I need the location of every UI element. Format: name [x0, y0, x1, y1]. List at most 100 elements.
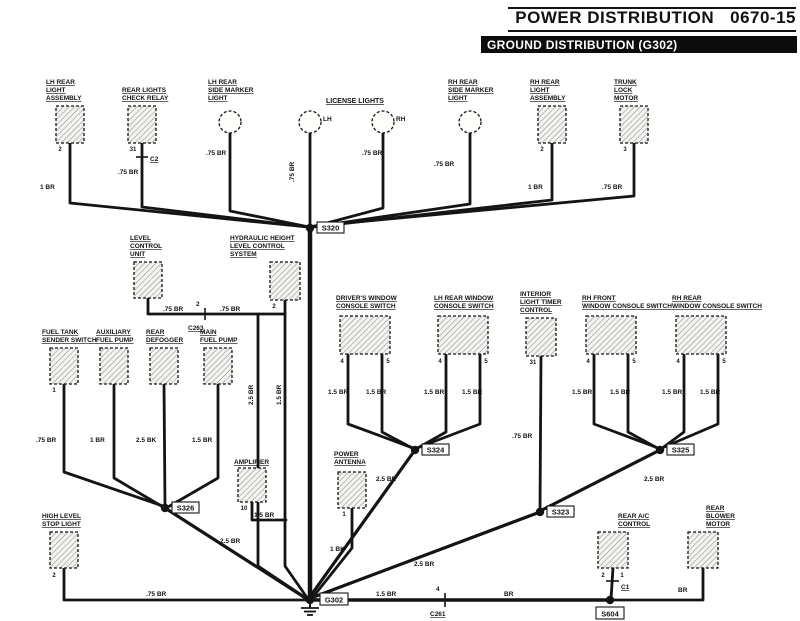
wire	[346, 352, 415, 450]
connector-label: C261	[430, 611, 446, 618]
wire-label: 1 BR	[40, 184, 55, 191]
junction-dot	[305, 595, 315, 605]
wire-label: 1.5 BR	[572, 389, 593, 396]
junction-label: S326	[177, 504, 195, 513]
component-box	[99, 347, 129, 385]
diagram-text: LH	[323, 116, 332, 123]
wire-label: .75 BR	[118, 169, 139, 176]
wire-label: 2.5 BR	[220, 538, 241, 545]
wire	[166, 382, 220, 509]
component-box	[585, 315, 637, 355]
connector-label: C1	[621, 584, 630, 591]
component-label: REAR	[146, 329, 165, 336]
component-label: FUEL TANK	[42, 329, 79, 336]
component-box	[269, 261, 301, 301]
junction-label-box	[666, 443, 695, 456]
junction-label: S604	[601, 610, 619, 619]
pin-label: 4	[586, 359, 590, 365]
wire	[414, 352, 448, 451]
wire	[312, 141, 636, 228]
junction-dot	[655, 445, 665, 455]
wire-label: .75 BR	[289, 161, 296, 182]
section-banner-label: GROUND DISTRIBUTION (G302)	[487, 37, 678, 52]
wire-label: .75 BR	[36, 437, 57, 444]
wire	[112, 382, 165, 509]
wire	[310, 131, 385, 229]
section-banner: GROUND DISTRIBUTION (G302)	[481, 36, 797, 53]
wire-label: 1.5 BR	[192, 437, 213, 444]
junction-dot	[605, 595, 615, 605]
wire	[380, 352, 416, 451]
component-label: SENDER SWITCH	[42, 337, 97, 344]
component-label: LIGHT	[448, 95, 468, 102]
component-label: LOCK	[614, 87, 633, 94]
wire-label: 2.5 BR	[414, 561, 435, 568]
component-box	[55, 105, 85, 144]
connector-label: C2	[150, 156, 159, 163]
wire	[140, 141, 310, 229]
pin-label: 10	[241, 506, 248, 512]
junction-s325: S325	[655, 443, 695, 456]
junction-label: S325	[672, 446, 690, 455]
component-label: RH REAR	[448, 79, 478, 86]
wire-label: .75 BR	[362, 150, 383, 157]
component-label: CONSOLE SWITCH	[336, 303, 396, 310]
junction-dot	[410, 445, 420, 455]
component-box	[149, 347, 179, 385]
component-label: SIDE MARKER	[448, 87, 494, 94]
wire-label: .75 BR	[146, 591, 167, 598]
component-label: BLOWER	[706, 513, 735, 520]
wire	[163, 506, 309, 601]
component-box	[203, 347, 233, 385]
junction-dot	[535, 507, 545, 517]
component-label: DEFOGGER	[146, 337, 184, 344]
junction-s326: S326	[160, 501, 200, 514]
component-label: FUEL PUMP	[200, 337, 238, 344]
wire-label: 1.5 BR	[328, 389, 349, 396]
junction-label-box	[316, 221, 345, 234]
wire	[538, 354, 543, 512]
wire	[62, 566, 312, 602]
pin-label: 1	[620, 573, 624, 579]
junction-s604: S604	[595, 595, 625, 620]
component-label: FUEL PUMP	[96, 337, 134, 344]
component-label: CONTROL	[618, 521, 650, 528]
junction-label: S324	[427, 446, 445, 455]
connector-c1: C1	[606, 580, 630, 591]
page-code: 0670-15	[730, 8, 796, 27]
pin-label: 3	[623, 147, 627, 153]
component-box	[127, 105, 157, 144]
junction-dot	[305, 223, 315, 233]
junction-label: G302	[325, 596, 343, 605]
light-symbol	[218, 110, 242, 134]
wire	[592, 352, 660, 450]
wire	[311, 506, 354, 599]
wire-label: 2.5 BR	[376, 476, 397, 483]
connector-label: 4	[436, 586, 440, 593]
component-label: CHECK RELAY	[122, 95, 169, 102]
wire-label: .75 BR	[602, 184, 623, 191]
wire-label: 1.5 BR	[700, 389, 721, 396]
wire	[626, 352, 661, 451]
wire-label: .75 BR	[206, 150, 227, 157]
wire-label: .75 BR	[163, 306, 184, 313]
wire	[609, 566, 615, 601]
wire-labels-layer: 1 BR .75 BR .75 BR .75 BR .75 BR .75 BR 1 BR .7…	[36, 150, 721, 598]
component-label: LH REAR	[46, 79, 75, 86]
component-label: REAR	[706, 505, 725, 512]
component-label: TRUNK	[614, 79, 637, 86]
component-label: DRIVER'S WINDOW	[336, 295, 398, 302]
junction-s323: S323	[535, 505, 575, 518]
wire	[250, 500, 288, 522]
component-box	[537, 105, 567, 144]
wire-label: BR	[678, 587, 688, 594]
